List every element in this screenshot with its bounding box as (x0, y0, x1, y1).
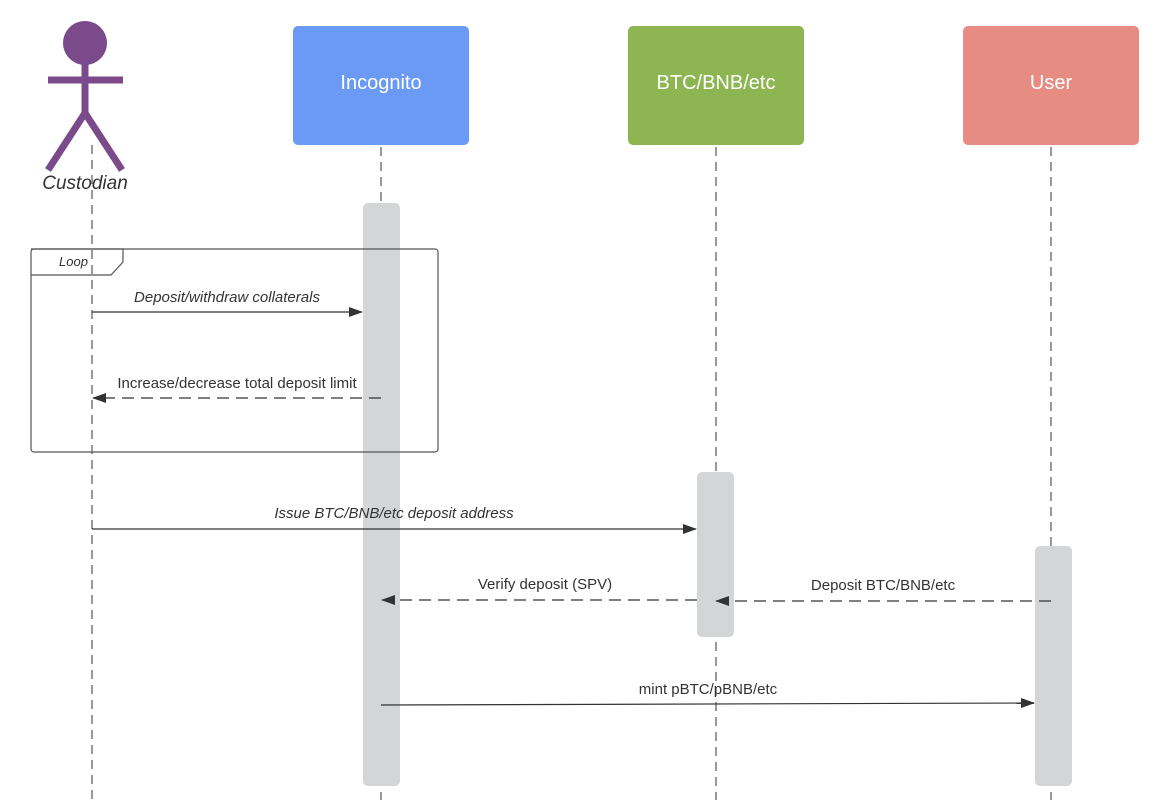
actor-head (63, 21, 107, 65)
message-m2-label: Increase/decrease total deposit limit (117, 375, 357, 392)
actor-label: Custodian (42, 173, 128, 194)
participant-incognito: Incognito (293, 26, 469, 145)
message-m4-label: Verify deposit (SPV) (478, 576, 612, 593)
loop-fragment-tab (31, 248, 124, 276)
loop-fragment (30, 248, 439, 453)
participant-incognito-label: Incognito (340, 72, 421, 94)
participant-user-box (963, 26, 1139, 145)
participant-user-label: User (1030, 72, 1073, 94)
participant-chain-box (628, 26, 804, 145)
participant-chain-label: BTC/BNB/etc (657, 72, 776, 94)
participant-incognito-box (293, 26, 469, 145)
message-m6-arrow (380, 698, 1035, 709)
activation-user (1035, 546, 1072, 786)
activation-chain (697, 472, 734, 637)
activation-incognito (363, 203, 400, 786)
message-m6-label: mint pBTC/pBNB/etc (639, 681, 778, 698)
message-m3-label: Issue BTC/BNB/etc deposit address (274, 505, 514, 522)
participant-chain: BTC/BNB/etc (628, 26, 804, 145)
actor-left-leg (45, 111, 88, 172)
actor-custodian (45, 21, 125, 172)
message-m5-label: Deposit BTC/BNB/etc (811, 577, 956, 594)
message-m1-label: Deposit/withdraw collaterals (134, 289, 320, 306)
actor-right-leg (82, 111, 125, 172)
loop-fragment-label: Loop (59, 254, 88, 269)
participant-user: User (963, 26, 1139, 145)
